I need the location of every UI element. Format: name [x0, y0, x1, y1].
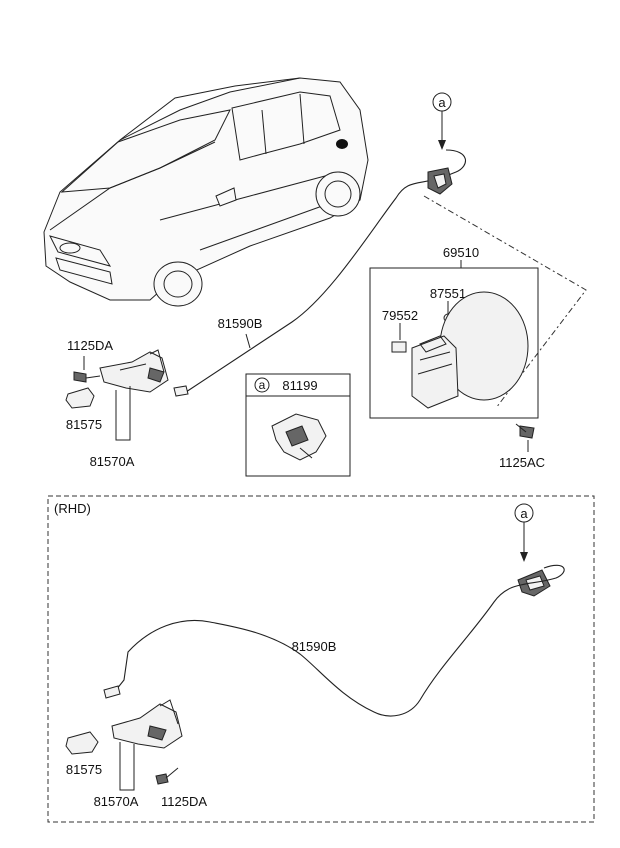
inset-81199: a 81199 [245, 373, 351, 477]
label-1125da-rhd: 1125DA [161, 794, 207, 809]
callout-a-rhd-text: a [520, 506, 528, 521]
label-79552: 79552 [382, 308, 418, 323]
rhd-title: (RHD) [54, 501, 91, 516]
inset-callout-text: a [259, 378, 266, 392]
label-81570a-rhd: 81570A [94, 794, 139, 809]
fuel-door-box: 69510 87551 79552 [369, 245, 539, 419]
callout-a-top-text: a [438, 95, 446, 110]
label-81199: 81199 [282, 378, 317, 393]
label-1125ac: 1125AC [499, 455, 545, 470]
label-81575-top: 81575 [66, 417, 102, 432]
label-1125da-top: 1125DA [67, 338, 113, 353]
label-81570a-top: 81570A [90, 454, 135, 469]
cable-upper [173, 149, 466, 397]
lever-assy-top [65, 349, 169, 409]
label-87551: 87551 [430, 286, 466, 301]
rhd-section: (RHD) a 81590B 81575 81570A 1125DA [47, 495, 595, 823]
screw-1125ac: 1125AC [499, 423, 545, 470]
car-illustration [43, 77, 369, 307]
label-81590b-top: 81590B [218, 316, 263, 331]
label-81575-rhd: 81575 [66, 762, 102, 777]
callout-a-top: a [432, 92, 452, 150]
label-81590b-rhd: 81590B [292, 639, 337, 654]
label-69510: 69510 [443, 245, 479, 260]
fuel-door-spot [336, 139, 348, 149]
